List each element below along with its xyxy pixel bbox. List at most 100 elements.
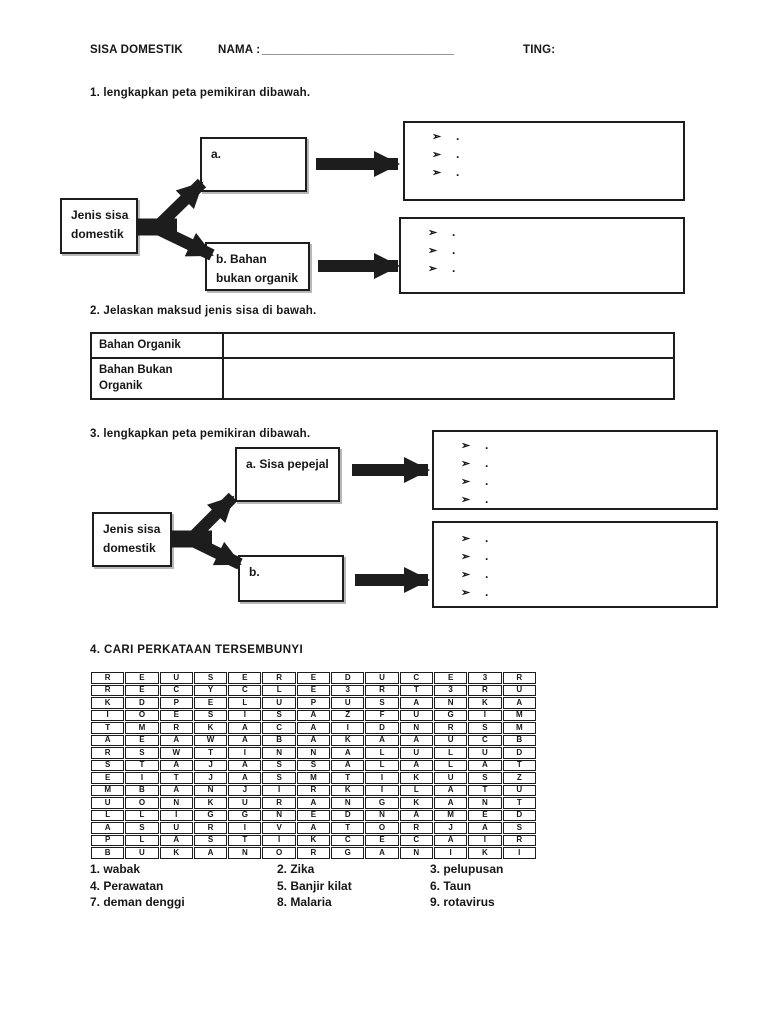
grid-cell: G bbox=[433, 709, 468, 721]
answer-item: 7. deman denggi bbox=[90, 895, 185, 909]
name-blank-line: ______________________________ bbox=[262, 44, 454, 56]
grid-cell: E bbox=[91, 772, 125, 784]
grid-cell: M bbox=[91, 784, 125, 796]
bullet-item: ➢. bbox=[461, 567, 716, 585]
bullet-item-text: . bbox=[485, 549, 489, 563]
grid-cell: J bbox=[193, 772, 228, 784]
grid-cell: S bbox=[262, 759, 296, 771]
grid-cell: L bbox=[262, 684, 296, 696]
bullet-item: ➢. bbox=[461, 474, 716, 492]
grid-cell: D bbox=[502, 809, 536, 821]
grid-cell: M bbox=[433, 809, 468, 821]
grid-cell: U bbox=[502, 784, 536, 796]
grid-cell: C bbox=[262, 722, 296, 734]
grid-cell: N bbox=[193, 784, 228, 796]
grid-cell: 3 bbox=[468, 672, 502, 684]
grid-cell: R bbox=[296, 784, 331, 796]
q3-prompt: 3. lengkapkan peta pemikiran dibawah. bbox=[90, 428, 311, 440]
grid-cell: S bbox=[262, 709, 296, 721]
grid-cell: A bbox=[502, 697, 536, 709]
grid-cell: S bbox=[193, 709, 228, 721]
grid-cell: U bbox=[502, 684, 536, 696]
grid-cell: D bbox=[365, 722, 399, 734]
grid-cell: R bbox=[399, 822, 433, 834]
bullet-item-text: . bbox=[485, 531, 489, 545]
arrowhead-bullet-icon: ➢ bbox=[461, 440, 471, 452]
grid-cell: R bbox=[468, 684, 502, 696]
grid-cell: S bbox=[262, 772, 296, 784]
grid-cell: N bbox=[262, 809, 296, 821]
grid-cell: C bbox=[331, 834, 365, 846]
grid-cell: E bbox=[296, 672, 331, 684]
bullet-item: ➢. bbox=[461, 585, 716, 603]
grid-cell: E bbox=[433, 672, 468, 684]
grid-cell: I bbox=[502, 847, 536, 859]
grid-cell: V bbox=[262, 822, 296, 834]
answer-item: 5. Banjir kilat bbox=[277, 878, 352, 893]
grid-cell: L bbox=[399, 784, 433, 796]
grid-cell: U bbox=[468, 747, 502, 759]
grid-cell: N bbox=[228, 847, 262, 859]
grid-cell: B bbox=[91, 847, 125, 859]
grid-cell: I bbox=[228, 747, 262, 759]
grid-cell: R bbox=[262, 797, 296, 809]
grid-cell: I bbox=[331, 722, 365, 734]
grid-cell: T bbox=[331, 822, 365, 834]
grid-cell: O bbox=[125, 797, 159, 809]
grid-cell: E bbox=[125, 672, 159, 684]
grid-cell: L bbox=[228, 697, 262, 709]
q2-prompt: 2. Jelaskan maksud jenis sisa di bawah. bbox=[90, 305, 317, 317]
grid-cell: T bbox=[193, 747, 228, 759]
grid-cell: G bbox=[193, 809, 228, 821]
grid-cell: I bbox=[365, 784, 399, 796]
arrowhead-bullet-icon: ➢ bbox=[461, 494, 471, 506]
bullet-item-text: . bbox=[485, 438, 489, 452]
grid-cell: T bbox=[502, 759, 536, 771]
grid-cell: I bbox=[262, 784, 296, 796]
grid-cell: A bbox=[228, 759, 262, 771]
grid-cell: A bbox=[331, 759, 365, 771]
bullet-item-text: . bbox=[452, 261, 456, 275]
bullet-item: ➢. bbox=[461, 492, 716, 510]
grid-cell: A bbox=[159, 759, 193, 771]
grid-cell: I bbox=[262, 834, 296, 846]
q1-prompt: 1. lengkapkan peta pemikiran dibawah. bbox=[90, 87, 311, 99]
bullet-item-text: . bbox=[456, 129, 460, 143]
grid-cell: S bbox=[468, 722, 502, 734]
row-answer-cell bbox=[222, 356, 675, 401]
grid-cell: G bbox=[228, 809, 262, 821]
q1-branch-b-box: b. Bahan bukan organik bbox=[205, 242, 310, 291]
grid-cell: K bbox=[331, 784, 365, 796]
grid-cell: N bbox=[468, 797, 502, 809]
arrowhead-bullet-icon: ➢ bbox=[461, 569, 471, 581]
grid-cell: O bbox=[262, 847, 296, 859]
grid-cell: U bbox=[433, 772, 468, 784]
row-label: Bahan Organik bbox=[90, 332, 224, 359]
grid-cell: A bbox=[399, 734, 433, 746]
answer-item: 3. pelupusan bbox=[430, 862, 504, 876]
bullet-item-text: . bbox=[485, 585, 489, 599]
grid-cell: K bbox=[399, 772, 433, 784]
grid-cell: N bbox=[365, 809, 399, 821]
grid-cell: R bbox=[91, 684, 125, 696]
answer-item: 8. Malaria bbox=[277, 895, 332, 909]
grid-cell: O bbox=[125, 709, 159, 721]
grid-cell: T bbox=[159, 772, 193, 784]
grid-cell: R bbox=[193, 822, 228, 834]
grid-cell: 3 bbox=[331, 684, 365, 696]
grid-cell: U bbox=[331, 697, 365, 709]
grid-cell: A bbox=[296, 734, 331, 746]
bullet-item: ➢. bbox=[432, 129, 683, 147]
grid-cell: G bbox=[365, 797, 399, 809]
bullet-item-text: . bbox=[452, 243, 456, 257]
grid-cell: Z bbox=[502, 772, 536, 784]
grid-cell: J bbox=[433, 822, 468, 834]
grid-cell: E bbox=[365, 834, 399, 846]
